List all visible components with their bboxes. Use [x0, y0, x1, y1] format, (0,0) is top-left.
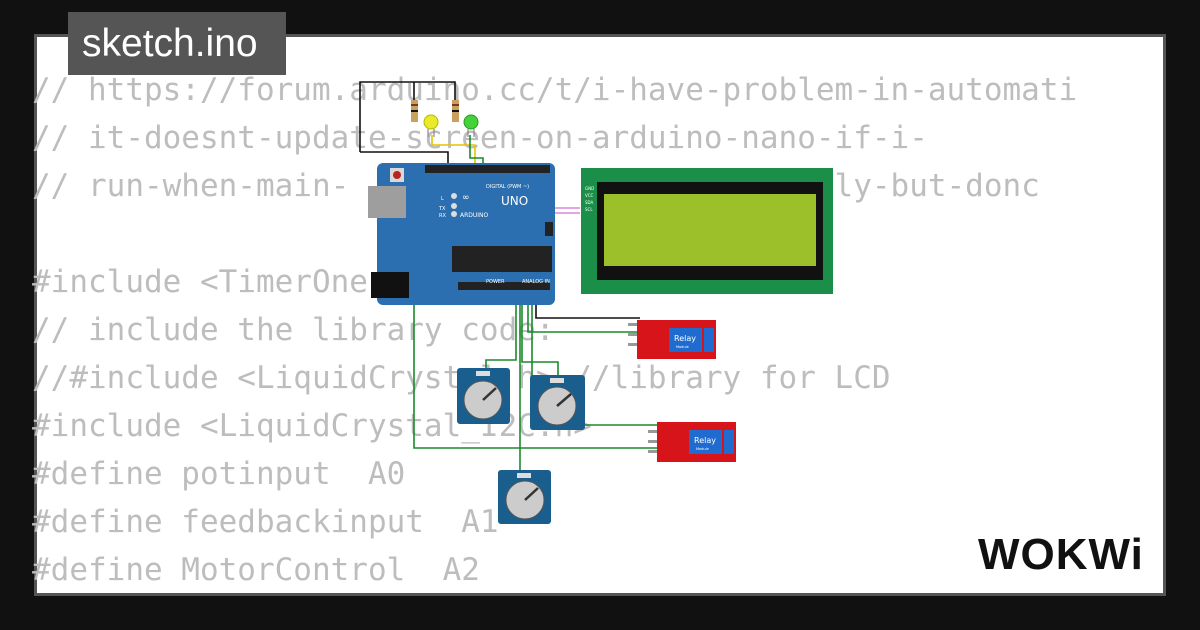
- wokwi-logo-text: WOKWi: [978, 530, 1144, 579]
- preview-card: [34, 34, 1166, 596]
- relay-2-label: Relay: [694, 436, 716, 445]
- relay-module-2[interactable]: Relay Module: [648, 422, 736, 462]
- lcd-display[interactable]: GND VCC SDA SCL: [581, 168, 833, 294]
- tx-label: TX: [438, 206, 446, 212]
- relay-module-1[interactable]: Relay Module: [628, 320, 716, 359]
- arduino-logo-icon: ∞: [462, 193, 470, 203]
- code-line: #define potinput A0: [32, 456, 406, 492]
- wokwi-logo: WOKWi: [978, 530, 1144, 580]
- relay-1-label: Relay: [674, 334, 696, 343]
- lcd-pin-vcc: VCC: [585, 193, 594, 198]
- code-line: #define MotorControl A2: [32, 552, 480, 588]
- relay-2-sub: Module: [696, 447, 709, 451]
- code-line: // include the library code:: [32, 312, 555, 348]
- code-line: // https://forum.arduino.cc/t/i-have-pro…: [32, 72, 1078, 108]
- rx-label: RX: [439, 213, 446, 219]
- lcd-pin-gnd: GND: [585, 186, 594, 191]
- l-label: L: [441, 196, 444, 202]
- uno-label: UNO: [501, 194, 528, 208]
- lcd-pin-sda: SDA: [585, 200, 594, 205]
- digital-label: DIGITAL (PWM ~): [486, 184, 529, 190]
- potentiometer-1[interactable]: [457, 368, 510, 424]
- potentiometer-2[interactable]: [530, 375, 585, 430]
- code-line: #include <LiquidCrystal_I2C.h>: [32, 408, 592, 444]
- lcd-pin-scl: SCL: [585, 207, 593, 212]
- potentiometer-3[interactable]: [498, 470, 551, 524]
- green-led[interactable]: [452, 100, 479, 137]
- analog-label: ANALOG IN: [522, 279, 550, 285]
- file-tab[interactable]: sketch.ino: [68, 12, 286, 75]
- code-line: #define feedbackinput A1: [32, 504, 499, 540]
- code-line: // it-doesnt-update-screen-on-arduino-na…: [32, 120, 928, 156]
- power-label: POWER: [486, 279, 505, 285]
- yellow-led[interactable]: [411, 100, 439, 137]
- arduino-uno-board[interactable]: L TX RX DIGITAL (PWM ~) ∞ UNO ARDUINO PO…: [368, 163, 555, 305]
- relay-1-sub: Module: [676, 345, 689, 349]
- arduino-brand: ARDUINO: [460, 212, 489, 219]
